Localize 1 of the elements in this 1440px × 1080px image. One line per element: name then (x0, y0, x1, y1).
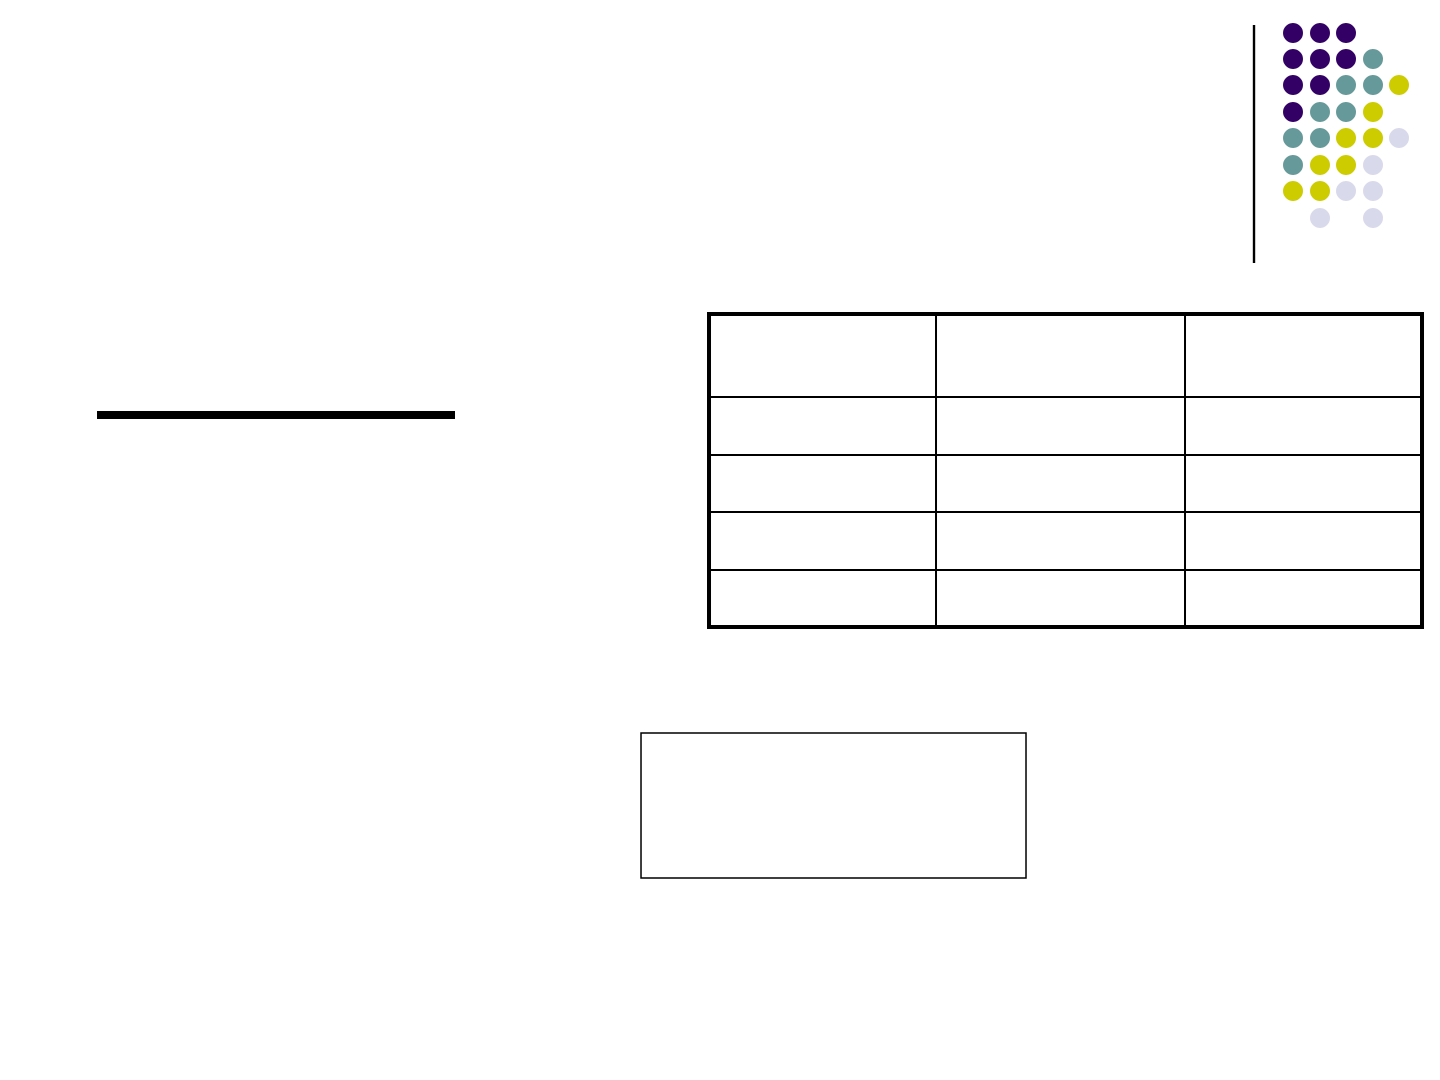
empty-box (640, 732, 1027, 879)
